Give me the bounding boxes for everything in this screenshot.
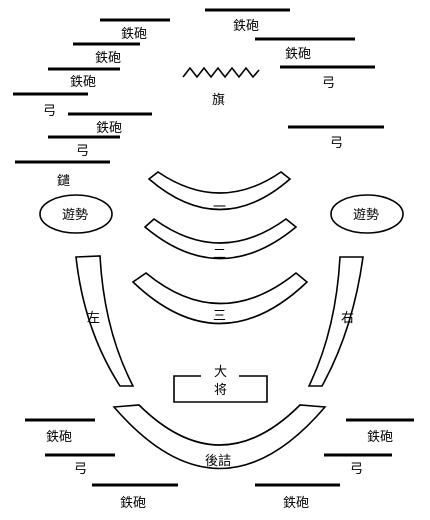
yumi-label: 弓 — [74, 462, 87, 477]
teppo-label: 鉄砲 — [121, 27, 147, 42]
teppo-label: 鉄砲 — [46, 430, 72, 445]
ni-label: 二 — [213, 247, 226, 262]
yuzei-label-left: 遊勢 — [62, 208, 88, 223]
san-label: 三 — [213, 309, 226, 324]
teppo-label: 鉄砲 — [96, 121, 122, 136]
yuzei-label-right: 遊勢 — [353, 208, 379, 223]
yumi-label: 弓 — [43, 104, 56, 119]
taisho-bracket — [173, 375, 268, 403]
teppo-label: 鉄砲 — [367, 430, 393, 445]
yari-label: 鑓 — [57, 174, 70, 189]
hidari-label: 左 — [87, 311, 100, 326]
teppo-label: 鉄砲 — [120, 496, 146, 511]
banner-zigzag-icon — [182, 66, 260, 79]
tai-label: 大 — [214, 365, 227, 380]
crescent-ni — [143, 217, 298, 260]
teppo-label: 鉄砲 — [283, 496, 309, 511]
teppo-label: 鉄砲 — [95, 51, 121, 66]
ichi-label: 一 — [213, 200, 226, 215]
crescent-san — [131, 271, 309, 325]
right-wing — [307, 256, 364, 387]
yuzei-oval-right — [330, 194, 404, 234]
yumi-label: 弓 — [330, 136, 343, 151]
teppo-label: 鉄砲 — [285, 47, 311, 62]
sho-label: 将 — [214, 383, 227, 398]
gozume-label: 後詰 — [205, 453, 231, 469]
yuzei-oval-left — [39, 194, 113, 234]
migi-label: 右 — [341, 311, 354, 326]
hata-label: 旗 — [212, 92, 225, 108]
teppo-label: 鉄砲 — [70, 75, 96, 90]
crescent-gozume — [112, 404, 327, 470]
crescent-ichi — [147, 171, 292, 211]
yumi-label: 弓 — [322, 76, 335, 91]
left-wing — [75, 255, 135, 387]
yumi-label: 弓 — [350, 462, 363, 477]
yumi-label: 弓 — [76, 144, 89, 159]
teppo-label: 鉄砲 — [233, 19, 259, 34]
